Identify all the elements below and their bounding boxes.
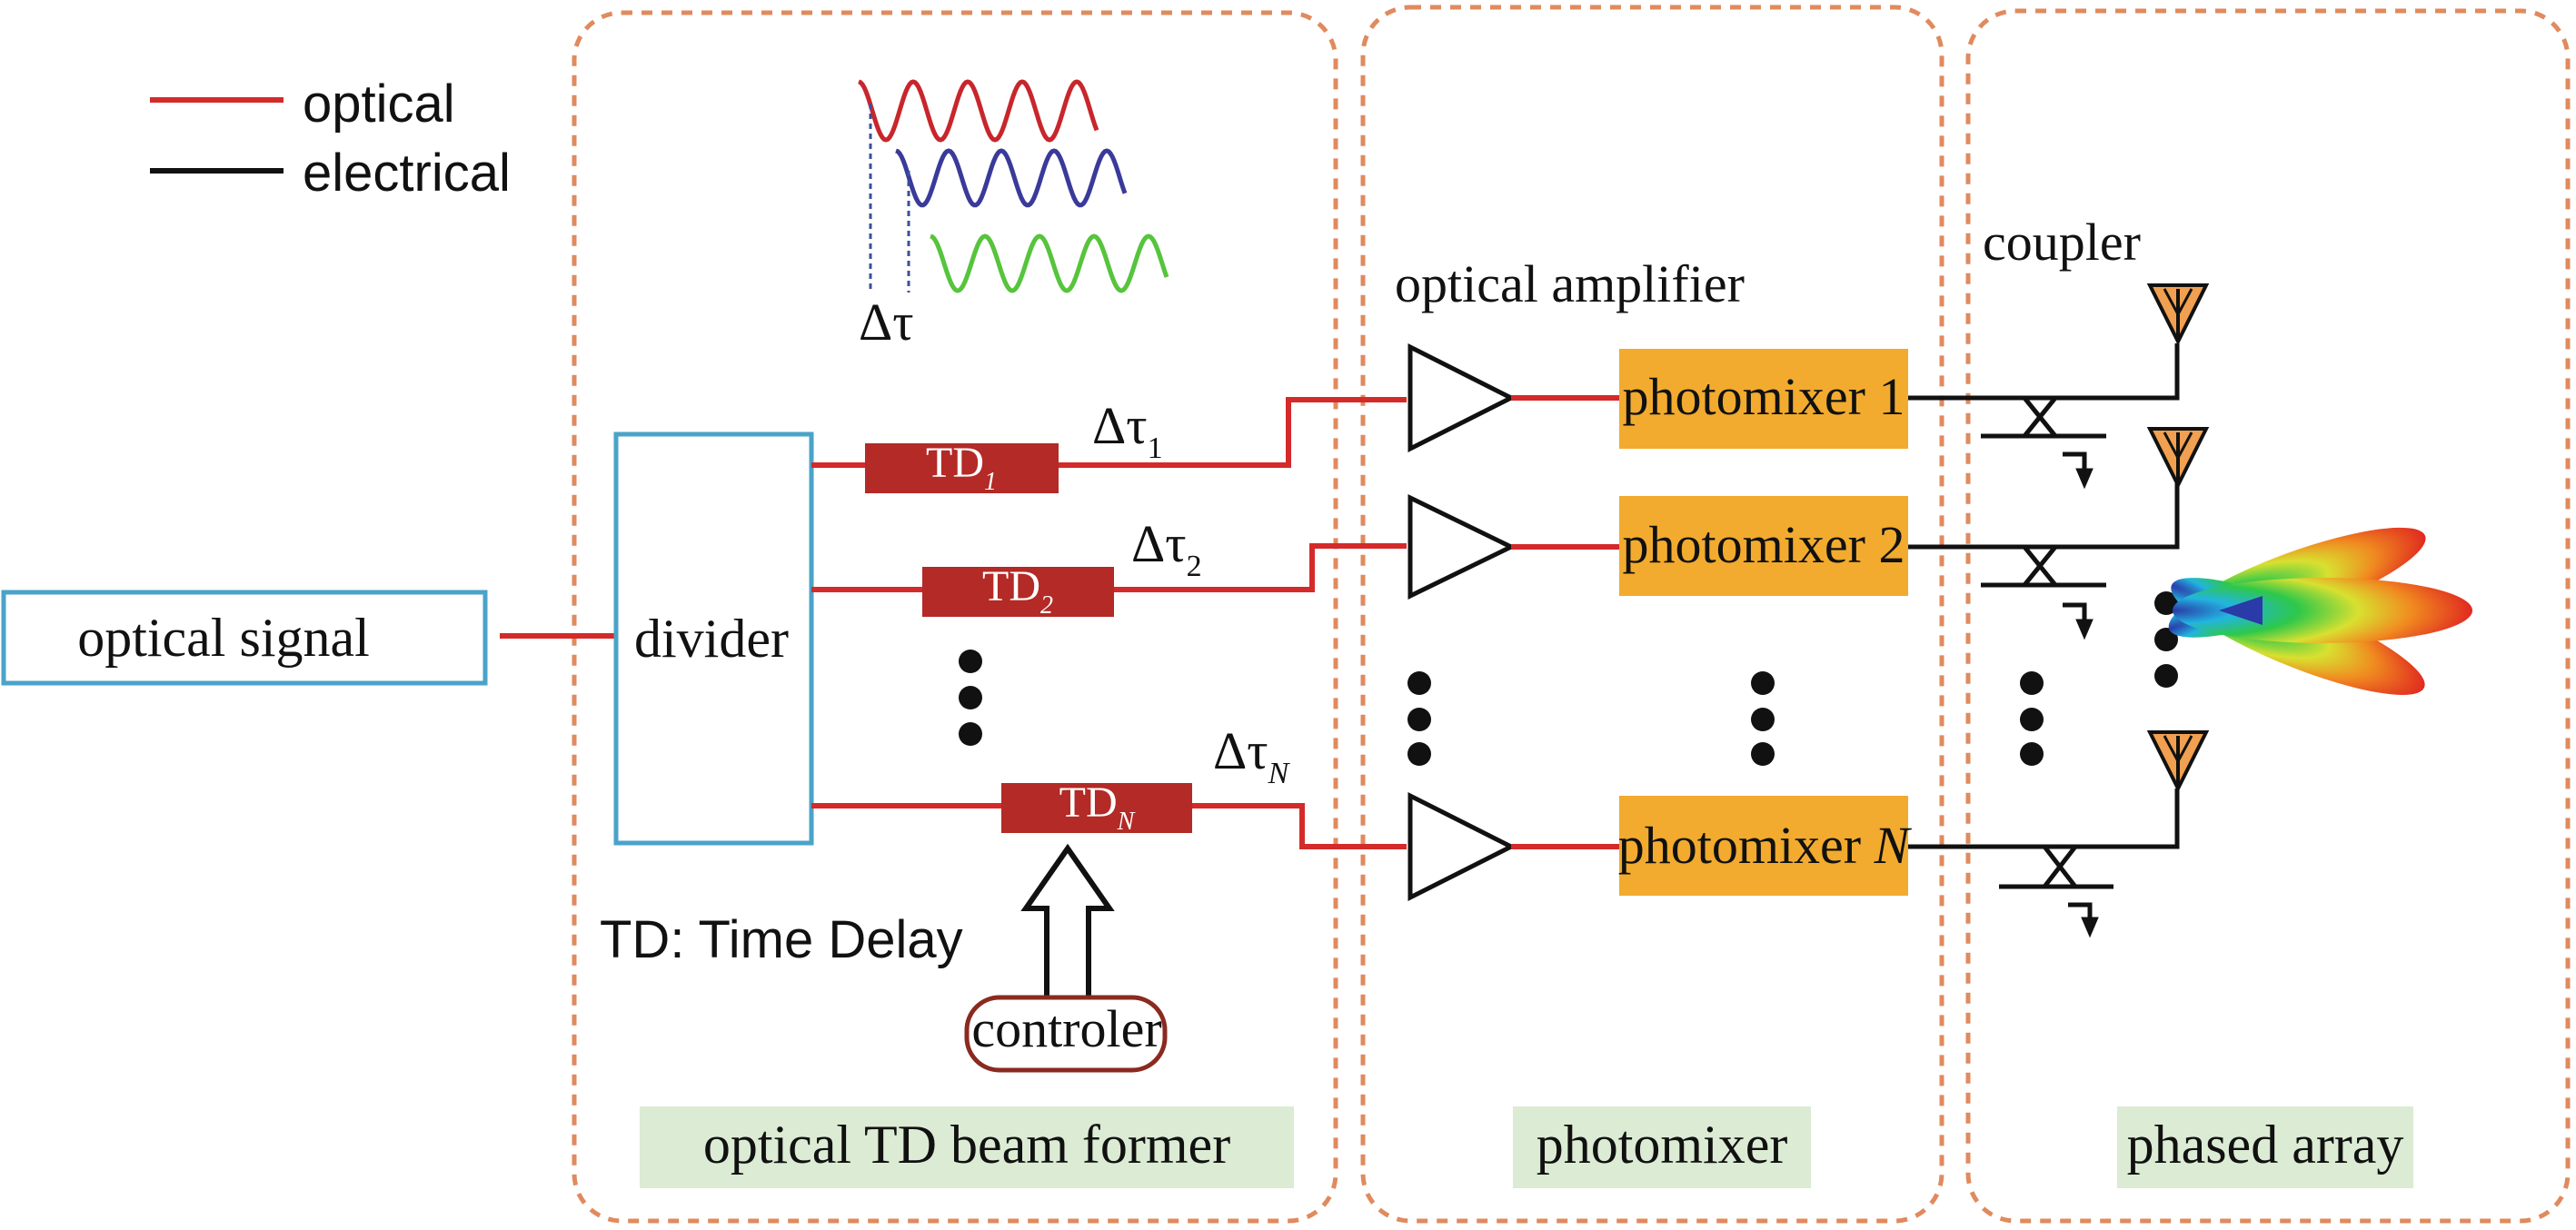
divider-box bbox=[613, 431, 814, 846]
fiber-path-1 bbox=[811, 397, 1407, 468]
td-n-box bbox=[1001, 783, 1192, 833]
phased-array-panel bbox=[1965, 8, 2571, 1224]
photomixer-n-label: photomixer N bbox=[1618, 816, 1913, 875]
td-1-label: TD1 bbox=[926, 439, 997, 496]
fiber-path-n bbox=[811, 803, 1407, 849]
antenna-1-icon bbox=[2146, 283, 2210, 346]
photomixer-1-label: photomixer 1 bbox=[1623, 367, 1905, 426]
antenna-n-icon bbox=[2146, 730, 2210, 793]
td-2-box bbox=[922, 567, 1114, 617]
coupler-n-icon bbox=[1999, 845, 2114, 938]
td-n-label: TDN bbox=[1059, 779, 1136, 836]
divider-label: divider bbox=[634, 609, 789, 669]
controller-box bbox=[964, 995, 1168, 1073]
legend-optical-label: optical bbox=[303, 74, 455, 134]
td-1: TD1 bbox=[865, 439, 1059, 496]
coupler-2-icon bbox=[1981, 545, 2106, 640]
phased-array-label-bg bbox=[2117, 1106, 2413, 1188]
photomixer-panel bbox=[1360, 5, 1944, 1224]
phased-array-label: phased array bbox=[2127, 1115, 2404, 1175]
optical-signal-label: optical signal bbox=[77, 608, 370, 668]
beam-former-label: optical TD beam former bbox=[703, 1115, 1230, 1175]
tau-n-label: ΔτN bbox=[1213, 721, 1291, 790]
photomixer-panel-label-bg bbox=[1513, 1106, 1811, 1188]
td-2: TD2 bbox=[922, 562, 1114, 620]
beam-former-panel bbox=[572, 10, 1338, 1224]
wave-green bbox=[930, 233, 1169, 293]
wave-red bbox=[858, 79, 1099, 143]
tau-2-label: Δτ2 bbox=[1131, 514, 1202, 583]
wave-blue bbox=[895, 148, 1128, 208]
amplifier-n-icon bbox=[1407, 791, 1517, 902]
legend-electrical-label: electrical bbox=[303, 144, 511, 203]
delay-symbol: Δτ bbox=[859, 293, 914, 352]
amplifier-1-icon bbox=[1407, 342, 1517, 453]
photomixer-2-label: photomixer 2 bbox=[1623, 515, 1905, 574]
optical-signal-box bbox=[1, 590, 488, 686]
td-ellipsis bbox=[959, 650, 982, 746]
coupler-ellipsis bbox=[2020, 671, 2044, 766]
photomixer-n-box bbox=[1619, 796, 1908, 896]
amplifier-ellipsis bbox=[1407, 671, 1431, 766]
photomixer-2-box bbox=[1619, 496, 1908, 596]
td-note: TD: Time Delay bbox=[600, 910, 963, 969]
controller-arrow bbox=[1020, 843, 1115, 1002]
td-2-label: TD2 bbox=[982, 562, 1053, 620]
coupler-1-icon bbox=[1981, 396, 2106, 490]
lobe-origin bbox=[2219, 596, 2263, 625]
td-n: TDN bbox=[1001, 779, 1192, 836]
tau-1-label: Δτ1 bbox=[1092, 396, 1163, 465]
delay-waves bbox=[858, 79, 1169, 293]
antenna-ellipsis bbox=[2154, 591, 2178, 688]
td-1-box bbox=[865, 443, 1059, 493]
electrical-lines bbox=[1908, 343, 2180, 849]
radiation-pattern bbox=[2168, 527, 2472, 695]
fiber-path-2 bbox=[811, 543, 1407, 592]
lobe-middle bbox=[2173, 578, 2472, 643]
photomixer-panel-label: photomixer bbox=[1537, 1115, 1788, 1175]
beam-former-label-bg bbox=[640, 1106, 1294, 1188]
antenna-2-icon bbox=[2146, 427, 2210, 490]
photomixer-1-box bbox=[1619, 349, 1908, 449]
photomixer-ellipsis bbox=[1751, 671, 1775, 766]
controller-label: controler bbox=[971, 999, 1161, 1058]
optical-amplifier-label: optical amplifier bbox=[1395, 254, 1745, 313]
coupler-label: coupler bbox=[1983, 213, 2141, 272]
amplifier-2-icon bbox=[1407, 494, 1517, 600]
